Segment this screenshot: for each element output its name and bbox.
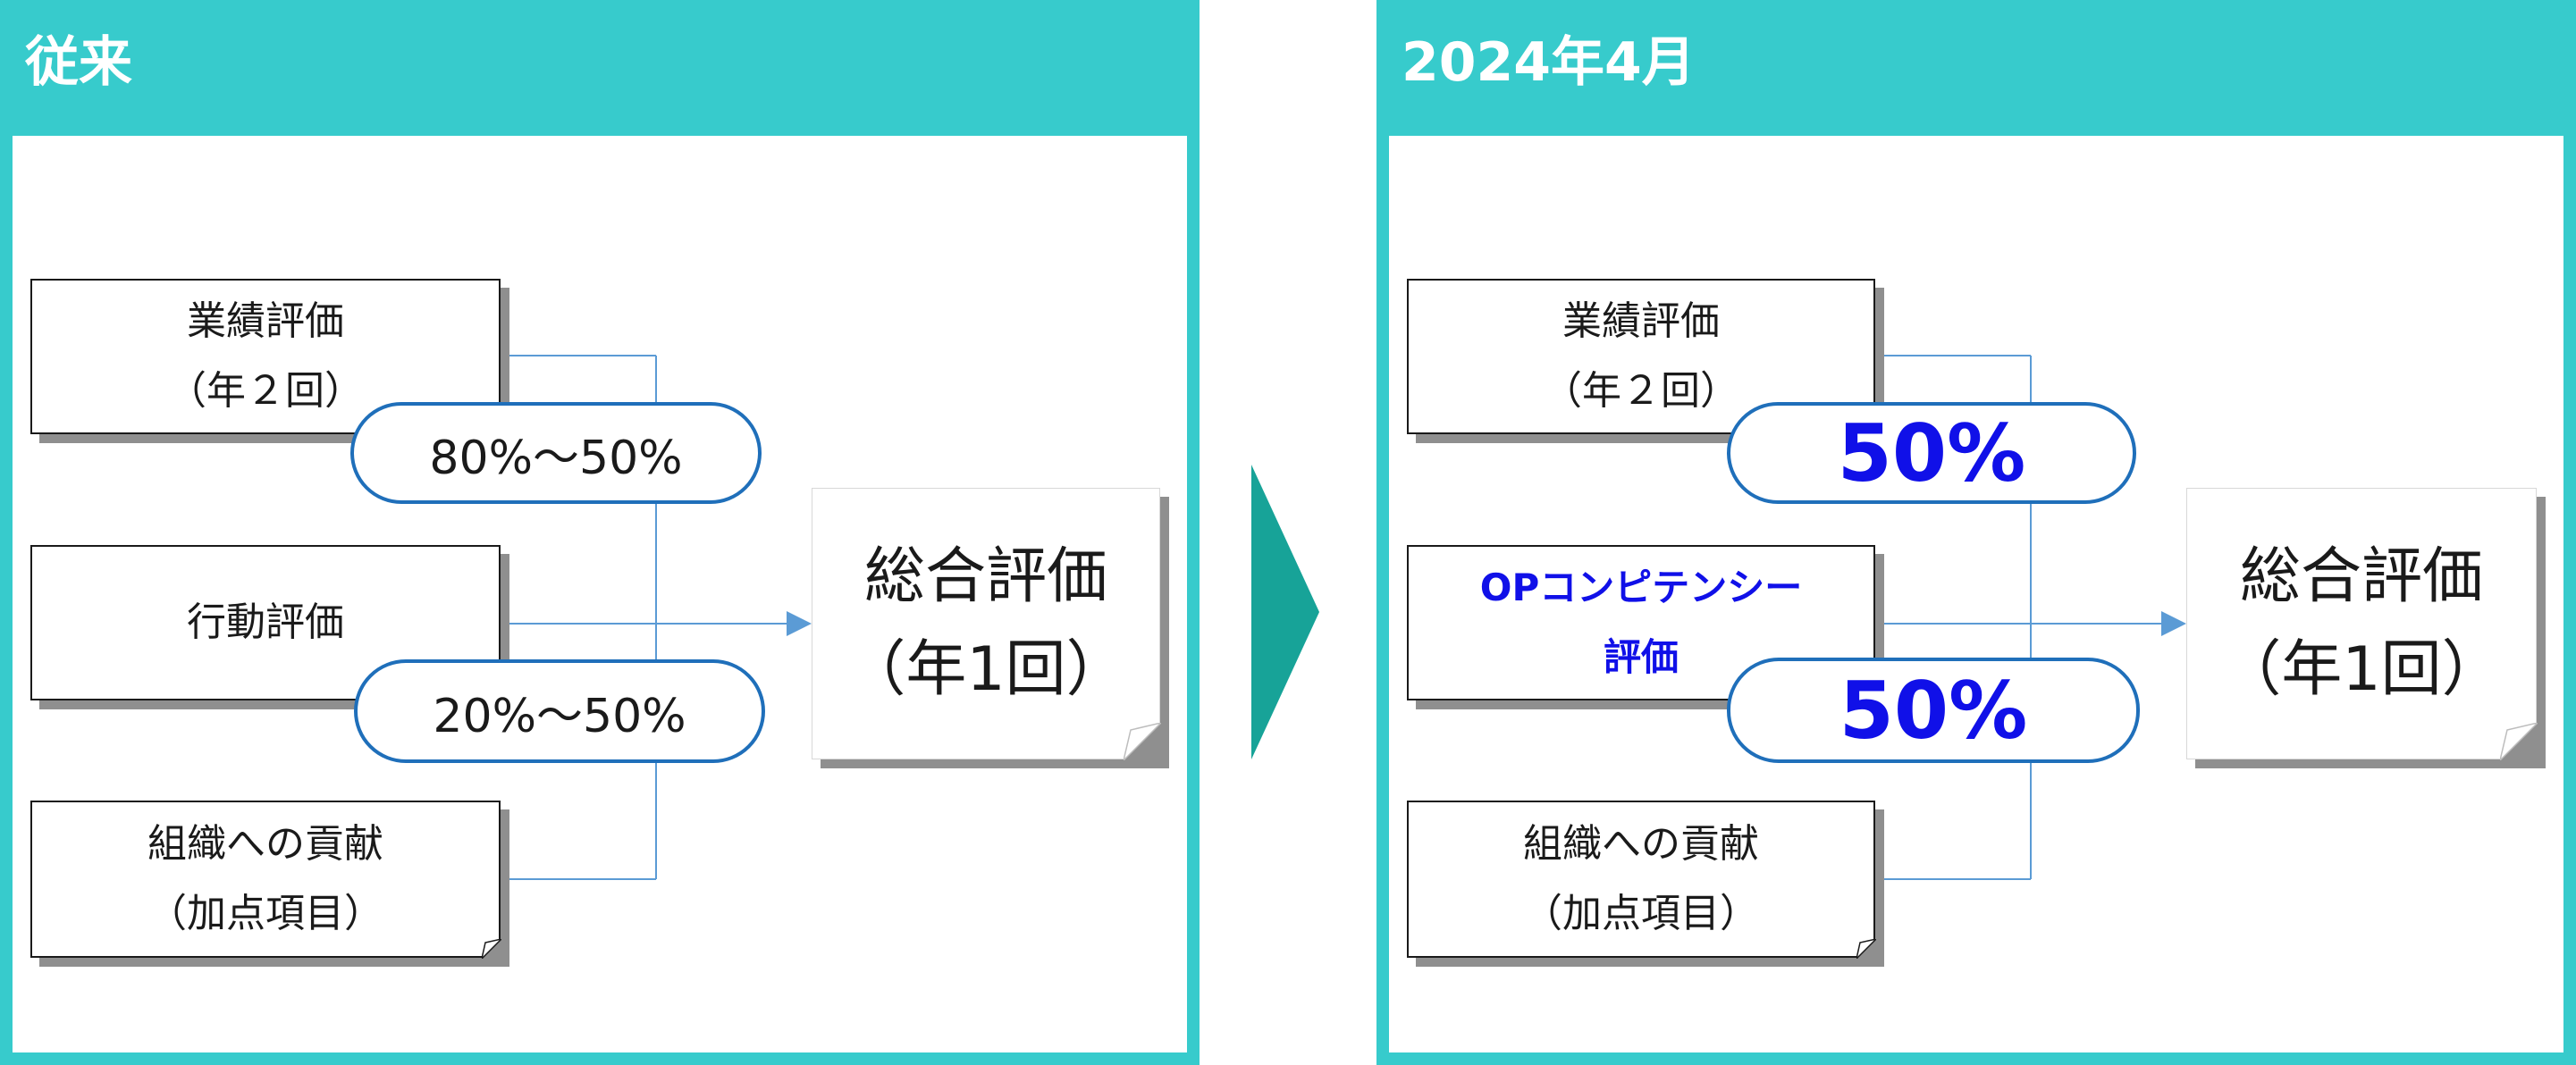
weight-value: 80%～50% — [429, 431, 683, 485]
box-sublabel: （年２回） — [167, 368, 364, 414]
box-sublabel: （年２回） — [1543, 368, 1739, 414]
transition-arrow-icon — [1251, 465, 1319, 759]
box-sublabel: （加点項目） — [147, 891, 383, 936]
panel-title: 2024年4月 — [1402, 31, 1696, 94]
total-label: 総合評価 — [863, 541, 1107, 612]
weight-pill-top: 50% — [1727, 402, 2136, 504]
weight-value: 50% — [1839, 664, 2028, 757]
performance-eval-box: 業績評価 （年２回） — [1407, 279, 1875, 434]
arrowhead-icon — [2161, 611, 2186, 636]
weight-pill-bottom: 20%～50% — [354, 659, 765, 763]
box-label: 組織への貢献 — [147, 821, 383, 867]
total-sublabel: （年1回） — [845, 634, 1127, 705]
box-label: 業績評価 — [1562, 298, 1720, 344]
overall-eval-box: 総合評価 （年1回） — [2186, 488, 2538, 760]
page-fold-icon — [1856, 939, 1876, 959]
after-panel: 2024年4月 業績評価 （年２回） OPコンピテンシー 評価 組織への貢献 （… — [1376, 0, 2576, 1065]
contribution-box: 組織への貢献 （加点項目） — [1407, 801, 1876, 959]
box-label: 組織への貢献 — [1523, 821, 1759, 867]
weight-pill-bottom: 50% — [1727, 658, 2140, 763]
box-sublabel: 評価 — [1603, 635, 1679, 679]
weight-value: 50% — [1837, 407, 2026, 499]
arrowhead-icon — [787, 611, 812, 636]
before-panel: 従来 業績評価 （年２回） 行動評価 組織への貢献 （加点項目） 80%～50%… — [0, 0, 1200, 1065]
weight-pill-top: 80%～50% — [350, 402, 762, 504]
box-label: 行動評価 — [187, 600, 344, 645]
contribution-box: 組織への貢献 （加点項目） — [30, 801, 501, 959]
total-sublabel: （年1回） — [2220, 634, 2503, 705]
weight-value: 20%～50% — [433, 689, 686, 743]
total-label: 総合評価 — [2239, 541, 2483, 612]
connector-lines — [1875, 355, 2186, 880]
page-fold-icon — [1124, 723, 1161, 760]
page-fold-icon — [2500, 723, 2538, 760]
box-sublabel: （加点項目） — [1523, 891, 1759, 936]
box-label: 業績評価 — [187, 298, 344, 344]
box-label: OPコンピテンシー — [1479, 566, 1803, 609]
panel-title: 従来 — [25, 31, 132, 94]
page-fold-icon — [482, 939, 501, 959]
overall-eval-box: 総合評価 （年1回） — [812, 488, 1161, 760]
